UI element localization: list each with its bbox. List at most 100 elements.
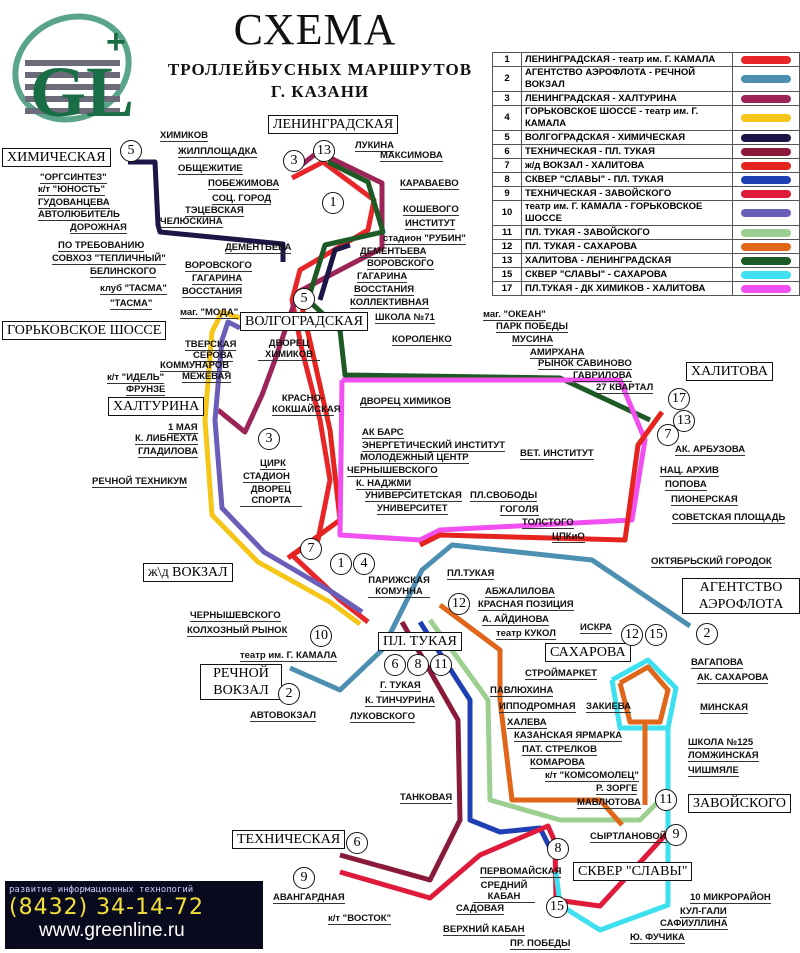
stop-label[interactable]: ЛОМЖИНСКАЯ [688,750,759,762]
stop-label[interactable]: "ТАСМА" [110,298,153,310]
stop-label[interactable]: ГОГОЛЯ [500,504,539,516]
stop-label[interactable]: ДВОРЕЦ ХИМИКОВ [258,338,320,361]
route-number-marker[interactable]: 5 [120,140,142,162]
stop-label[interactable]: СЕРОВА [193,350,234,362]
stop-label[interactable]: ЖИЛПЛОЩАДКА [178,146,258,158]
stop-label[interactable]: ЦПКиО [552,531,585,543]
stop-label[interactable]: А. АЙДИНОВА [482,614,549,626]
route-number-marker[interactable]: 6 [384,654,406,676]
stop-label[interactable]: КРАСНАЯ ПОЗИЦИЯ [478,599,574,611]
stop-label[interactable]: ХИМИКОВ [160,130,208,142]
stop-label[interactable]: ПАРК ПОБЕДЫ [496,321,568,333]
terminal-station[interactable]: ТЕХНИЧЕСКАЯ [232,830,346,849]
route-number-marker[interactable]: 8 [407,654,429,676]
stop-label[interactable]: ЧЕЛЮСКИНА [160,216,223,228]
stop-label[interactable]: КРАСНО-КОКШАЙСКАЯ [272,393,341,416]
stop-label[interactable]: 1 МАЯ [168,422,198,434]
stop-label[interactable]: ПИОНЕРСКАЯ [671,494,738,506]
stop-label[interactable]: ОБЩЕЖИТИЕ [178,163,243,175]
stop-label[interactable]: БЕЛИНСКОГО [90,266,157,278]
route-number-marker[interactable]: 1 [322,192,344,214]
stop-label[interactable]: КОМАРОВА [530,757,585,769]
stop-label[interactable]: ДОРОЖНАЯ [70,222,127,234]
route-number-marker[interactable]: 15 [546,896,568,918]
route-number-marker[interactable]: 3 [258,428,280,450]
stop-label[interactable]: "ОРГСИНТЕЗ" [40,172,107,184]
route-number-marker[interactable]: 1 [330,553,352,575]
stop-label[interactable]: ТАНКОВАЯ [400,792,453,804]
stop-label[interactable]: КАРАВАЕВО [400,178,459,190]
stop-label[interactable]: К. НАДЖМИ [356,478,412,490]
stop-label[interactable]: ШКОЛА №71 [375,312,435,324]
stop-label[interactable]: КОШЕВОГО [403,204,459,216]
terminal-station[interactable]: ХАЛТУРИНА [108,397,205,416]
stop-label[interactable]: К. ЛИБНЕХТА [135,433,198,445]
route-number-marker[interactable]: 13 [673,410,695,432]
route-number-marker[interactable]: 4 [353,553,375,575]
stop-label[interactable]: ЦИРК [260,458,286,470]
stop-label[interactable]: маг. "МОДА" [180,307,239,319]
route-number-marker[interactable]: 6 [346,832,368,854]
stop-label[interactable]: к/т "ИДЕЛЬ" [107,372,165,384]
stop-label[interactable]: ВЕТ. ИНСТИТУТ [520,448,594,460]
stop-label[interactable]: ДВОРЕЦ СПОРТА [240,484,302,507]
terminal-station[interactable]: ж\д ВОКЗАЛ [143,563,233,582]
stop-label[interactable]: ПОБЕЖИМОВА [208,178,280,190]
route-number-marker[interactable]: 9 [665,824,687,846]
stop-label[interactable]: САДОВАЯ [456,903,505,915]
stop-label[interactable]: ПЕРВОМАЙСКАЯ [480,866,562,878]
stop-label[interactable]: СРЕДНИЙ КАБАН [473,880,535,903]
stop-label[interactable]: КАЗАНСКАЯ ЯРМАРКА [514,730,623,742]
stop-label[interactable]: САФИУЛЛИНА [660,918,728,930]
stop-label[interactable]: ГАВРИЛОВА [573,370,632,382]
terminal-station[interactable]: ЗАВОЙСКОГО [688,794,791,813]
route-number-marker[interactable]: 15 [645,624,667,646]
stop-label[interactable]: АВТОВОКЗАЛ [250,710,317,722]
stop-label[interactable]: ТВЕРСКАЯ [185,339,237,351]
ad-url[interactable]: www.greenline.ru [39,920,185,941]
stop-label[interactable]: КУЛ-ГАЛИ [680,906,727,918]
stop-label[interactable]: Г. ТУКАЯ [380,680,421,692]
stop-label[interactable]: КОЛЛЕКТИВНАЯ [350,297,429,309]
stop-label[interactable]: МАВЛЮТОВА [577,797,641,809]
stop-label[interactable]: ДЕМЕНТЬЕВА [225,242,292,254]
stop-label[interactable]: АВТОЛЮБИТЕЛЬ [38,209,120,221]
stop-label[interactable]: ПОПОВА [665,479,707,491]
stop-label[interactable]: СЫРТЛАНОВОЙ [590,831,667,843]
stop-label[interactable]: ГАГАРИНА [357,271,408,283]
stop-label[interactable]: КОММУНАРОВ [160,360,230,372]
stop-label[interactable]: ИСКРА [580,622,612,634]
stop-label[interactable]: Р. ЗОРГЕ [596,783,638,795]
route-number-marker[interactable]: 9 [293,867,315,889]
terminal-station[interactable]: ЛЕНИНГРАДСКАЯ [268,115,399,134]
stop-label[interactable]: МЕЖЕВАЯ [182,371,232,383]
stop-label[interactable]: МУСИНА [512,334,554,346]
stop-label[interactable]: к/т "КОМСОМОЛЕЦ" [545,770,639,782]
stop-label[interactable]: ВАГАПОВА [691,657,744,669]
route-number-marker[interactable]: 2 [278,683,300,705]
stop-label[interactable]: ПЛ.ТУКАЯ [447,568,495,580]
route-number-marker[interactable]: 7 [657,424,679,446]
terminal-station[interactable]: РЕЧНОЙ ВОКЗАЛ [200,664,282,700]
stop-label[interactable]: РЕЧНОЙ ТЕХНИКУМ [92,476,188,488]
route-number-marker[interactable]: 5 [293,288,315,310]
terminal-station[interactable]: ВОЛГОГРАДСКАЯ [240,312,368,331]
stop-label[interactable]: ГАГАРИНА [192,273,243,285]
stop-label[interactable]: МОЛОДЕЖНЫЙ ЦЕНТР [360,452,469,464]
stop-label[interactable]: ЛУКОВСКОГО [350,711,415,723]
terminal-station[interactable]: ПЛ. ТУКАЯ [378,632,462,651]
stop-label[interactable]: ВОССТАНИЯ [354,284,415,296]
stop-label[interactable]: РЫНОК САВИНОВО [538,358,632,370]
stop-label[interactable]: ДЕМЕНТЬЕВА [360,246,427,258]
stop-label[interactable]: УНИВЕРСИТЕТСКАЯ [365,490,462,502]
stop-label[interactable]: 10 МИКРОРАЙОН [690,892,771,904]
stop-label[interactable]: СТРОЙМАРКЕТ [525,668,597,680]
stop-label[interactable]: ХАЛЕВА [507,717,547,729]
stop-label[interactable]: ТЭЦЕВСКАЯ [185,205,244,217]
stop-label[interactable]: ШКОЛА №125 [688,737,754,749]
route-number-marker[interactable]: 17 [668,388,690,410]
terminal-station[interactable]: ХАЛИТОВА [686,362,773,381]
stop-label[interactable]: АК. САХАРОВА [697,672,769,684]
terminal-station[interactable]: ГОРЬКОВСКОЕ ШОССЕ [2,321,167,340]
stop-label[interactable]: КОЛХОЗНЫЙ РЫНОК [187,625,288,637]
